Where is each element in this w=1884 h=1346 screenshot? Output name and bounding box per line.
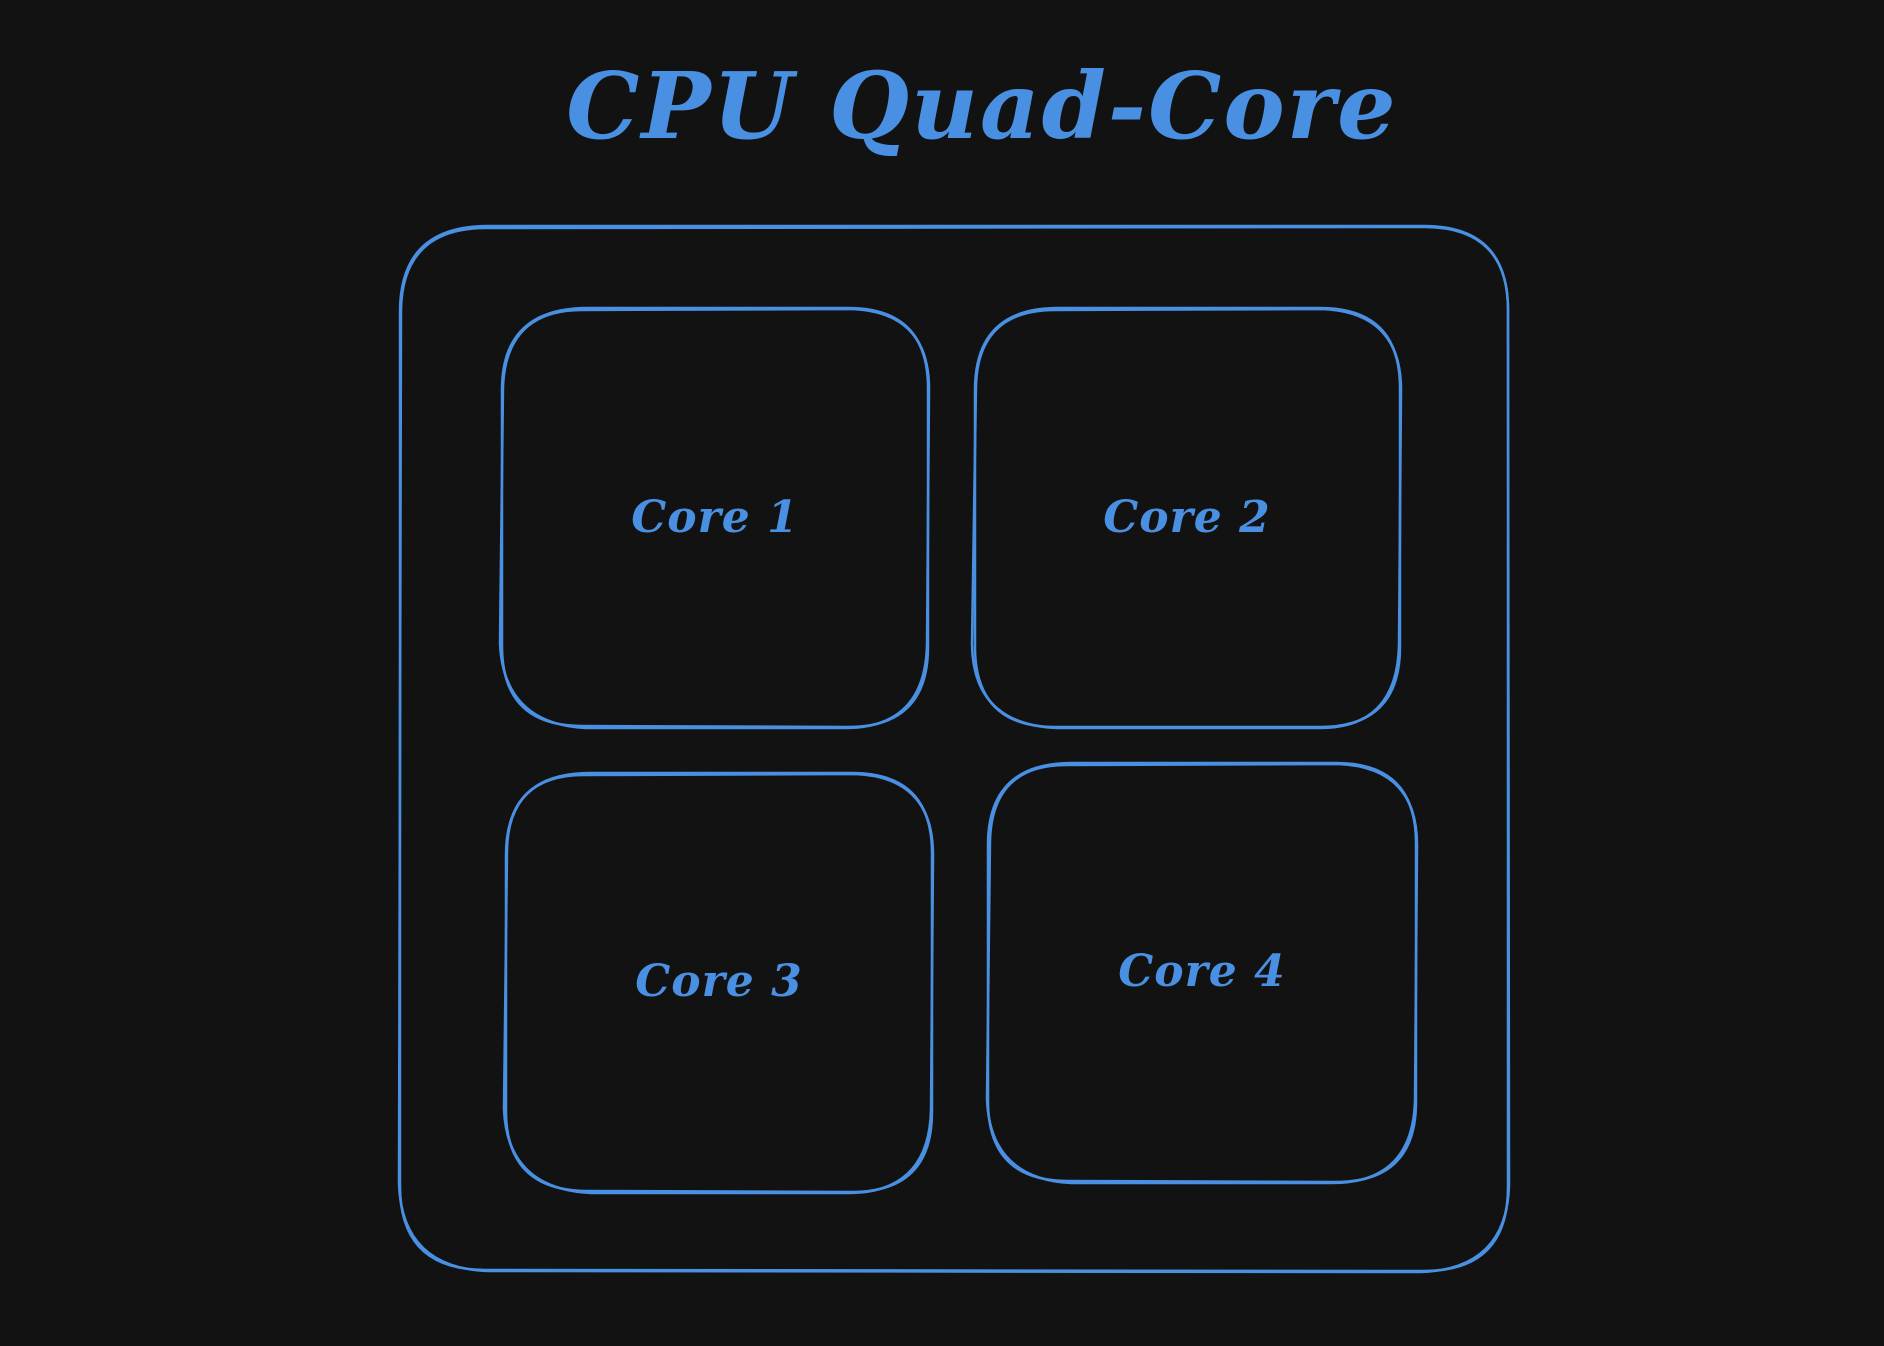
core-label-1: Core 1 [631,492,798,543]
core-label-3: Core 3 [635,956,802,1007]
diagram-title: CPU Quad-Core [566,52,1397,160]
core-block-1: Core 1 [498,306,931,730]
core-label-4: Core 4 [1118,946,1285,997]
core-block-3: Core 3 [502,771,935,1195]
core-label-2: Core 2 [1103,492,1270,543]
cpu-package [397,224,1511,1274]
core-block-2: Core 2 [970,306,1403,730]
core-block-4: Core 4 [985,761,1419,1185]
